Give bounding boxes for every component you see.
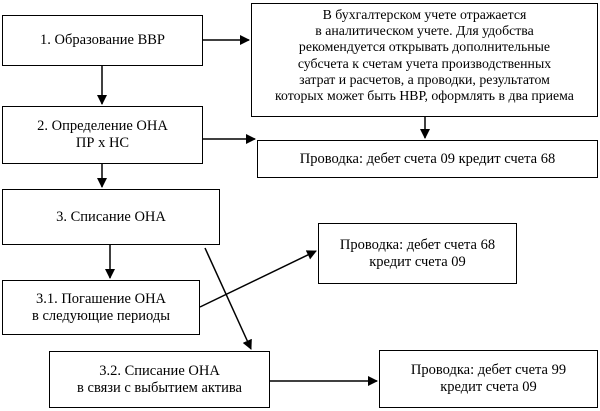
posting-09-68-line-1: Проводка: дебет счета 09 кредит счета 68 [299, 150, 556, 167]
posting-68-09-line-1: Проводка: дебет счета 68 [339, 236, 496, 253]
step-repayment-line-2: в следующие периоды [32, 307, 170, 324]
accounting-note-line-4: субсчета к счетам учета производственных [297, 55, 552, 71]
step-formation-box: 1. Образование ВВР [2, 15, 203, 66]
accounting-note-line-6: которых может быть НВР, оформлять в два … [275, 88, 574, 104]
step-repayment-line-1: 3.1. Погашение ОНА [35, 290, 167, 307]
step-repayment-box: 3.1. Погашение ОНА в следующие периоды [2, 280, 200, 335]
step-disposal-line-1: 3.2. Списание ОНА [99, 362, 220, 379]
posting-99-09-box: Проводка: дебет счета 99 кредит счета 09 [379, 350, 598, 408]
step-formation-line-1: 1. Образование ВВР [39, 32, 165, 48]
accounting-note-line-2: в аналитическом учете. Для удобства [315, 23, 534, 39]
step-disposal-box: 3.2. Списание ОНА в связи с выбытием акт… [49, 351, 270, 408]
step-disposal-line-2: в связи с выбытием актива [77, 379, 242, 396]
accounting-note-line-5: затрат и расчетов, а проводки, результат… [299, 71, 550, 87]
posting-99-09-line-1: Проводка: дебет счета 99 [410, 362, 567, 378]
accounting-note-line-3: рекомендуется открывать дополнительные [298, 39, 551, 55]
posting-68-09-line-2: кредит счета 09 [369, 253, 466, 270]
step-determination-line-2: ПР х НС [75, 135, 130, 151]
step-writeoff-box: 3. Списание ОНА [2, 189, 220, 245]
step-determination-box: 2. Определение ОНА ПР х НС [2, 106, 203, 164]
posting-99-09-line-2: кредит счета 09 [440, 379, 537, 395]
accounting-note-box: В бухгалтерском учете отражается в анали… [251, 3, 598, 117]
arrow-writeoff-to-disposal [204, 247, 252, 350]
step-writeoff-line-1: 3. Списание ОНА [56, 208, 166, 225]
posting-68-09-box: Проводка: дебет счета 68 кредит счета 09 [318, 223, 517, 284]
step-determination-line-1: 2. Определение ОНА [37, 118, 168, 134]
accounting-note-line-1: В бухгалтерском учете отражается [322, 7, 527, 22]
posting-09-68-box: Проводка: дебет счета 09 кредит счета 68 [257, 140, 598, 178]
arrow-repayment-to-posting-68-09 [199, 250, 317, 308]
